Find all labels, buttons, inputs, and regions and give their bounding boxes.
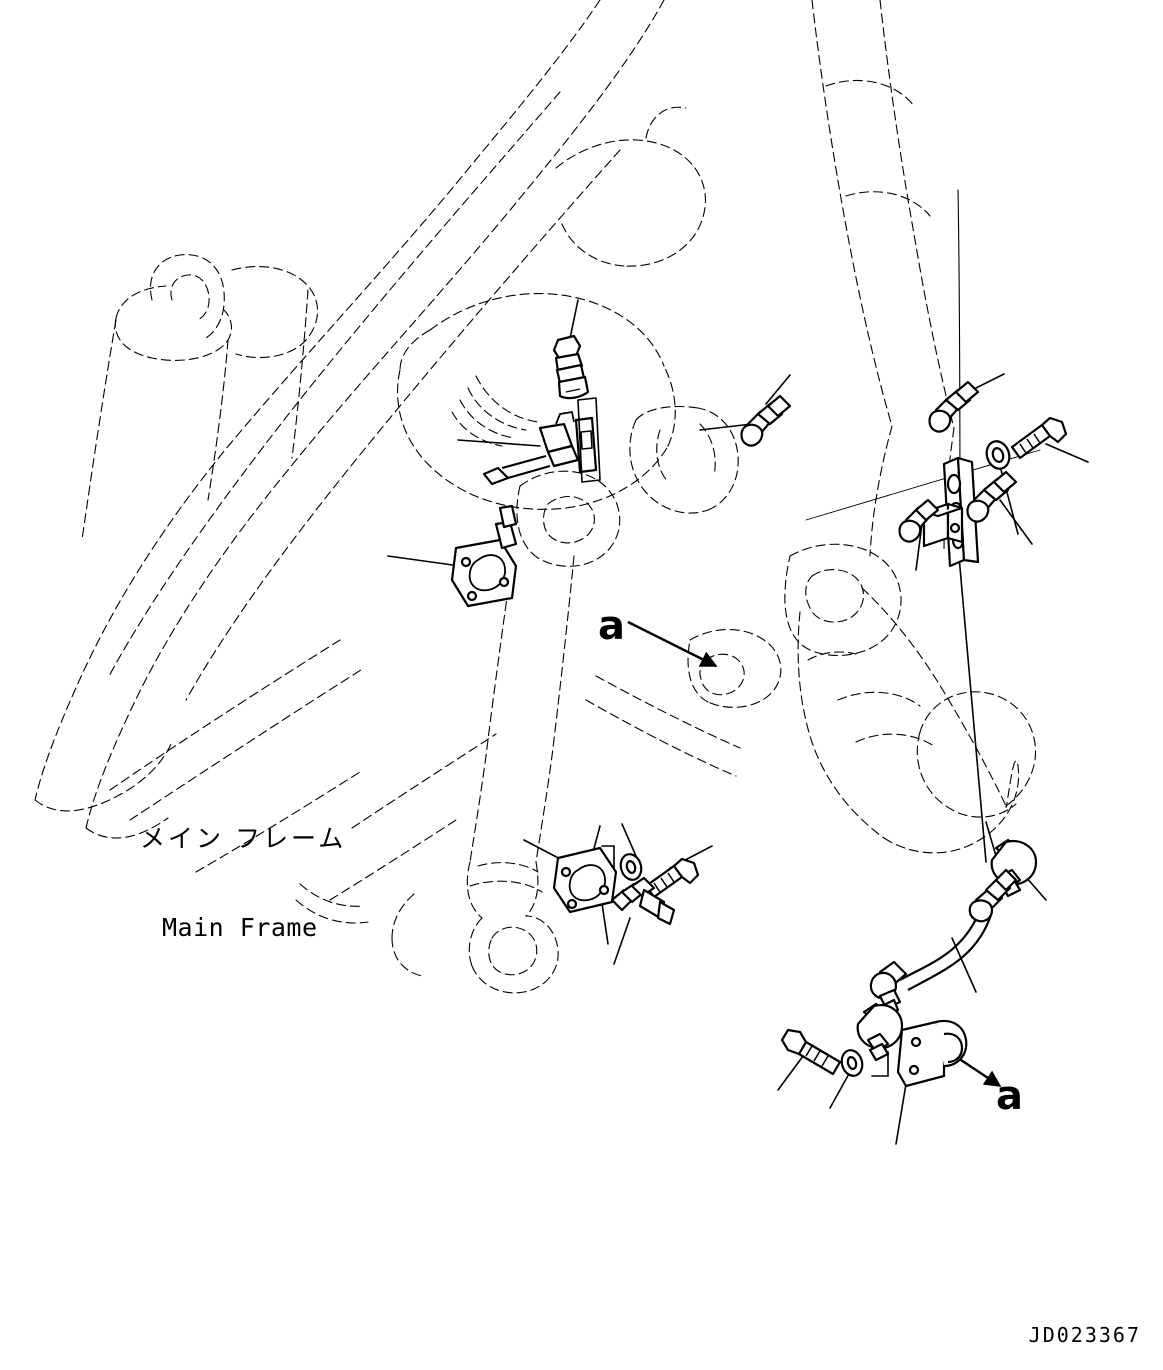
part-hose-end-upper xyxy=(968,868,1018,923)
part-fitting-upper-right xyxy=(928,380,980,433)
part-fitting-plate-right xyxy=(966,470,1018,523)
part-bracket-bottom xyxy=(896,1019,968,1088)
part-fitting-plate-left xyxy=(898,498,940,543)
part-washer-bottom xyxy=(840,1049,864,1077)
part-washer-upper-right xyxy=(985,440,1011,470)
part-fitting-upper-mid xyxy=(740,394,792,447)
section-arrows xyxy=(627,620,1002,1087)
section-mark-a-lower: a xyxy=(996,1073,1023,1119)
drawing-number: JD023367 xyxy=(1028,1323,1141,1348)
part-electrical-connector xyxy=(482,397,601,486)
leader-lines xyxy=(387,299,1089,1145)
part-clamp-lower-left xyxy=(552,846,618,914)
part-fitting-lower-left xyxy=(610,876,676,926)
main-frame-label: メイン フレーム Main Frame xyxy=(140,765,346,1001)
section-mark-a-upper: a xyxy=(598,603,625,649)
part-bolt-upper-right xyxy=(1010,416,1068,460)
part-elbow-bottom xyxy=(856,1002,904,1062)
part-clamp-left xyxy=(450,504,518,608)
main-frame-label-jp: メイン フレーム xyxy=(140,824,347,853)
part-bolt-lower-left xyxy=(644,857,700,899)
part-sensor-switch xyxy=(552,334,590,400)
main-frame-label-en: Main Frame xyxy=(162,912,318,942)
part-bolt-bottom xyxy=(780,1028,842,1076)
part-washer-lower-left xyxy=(619,853,643,881)
